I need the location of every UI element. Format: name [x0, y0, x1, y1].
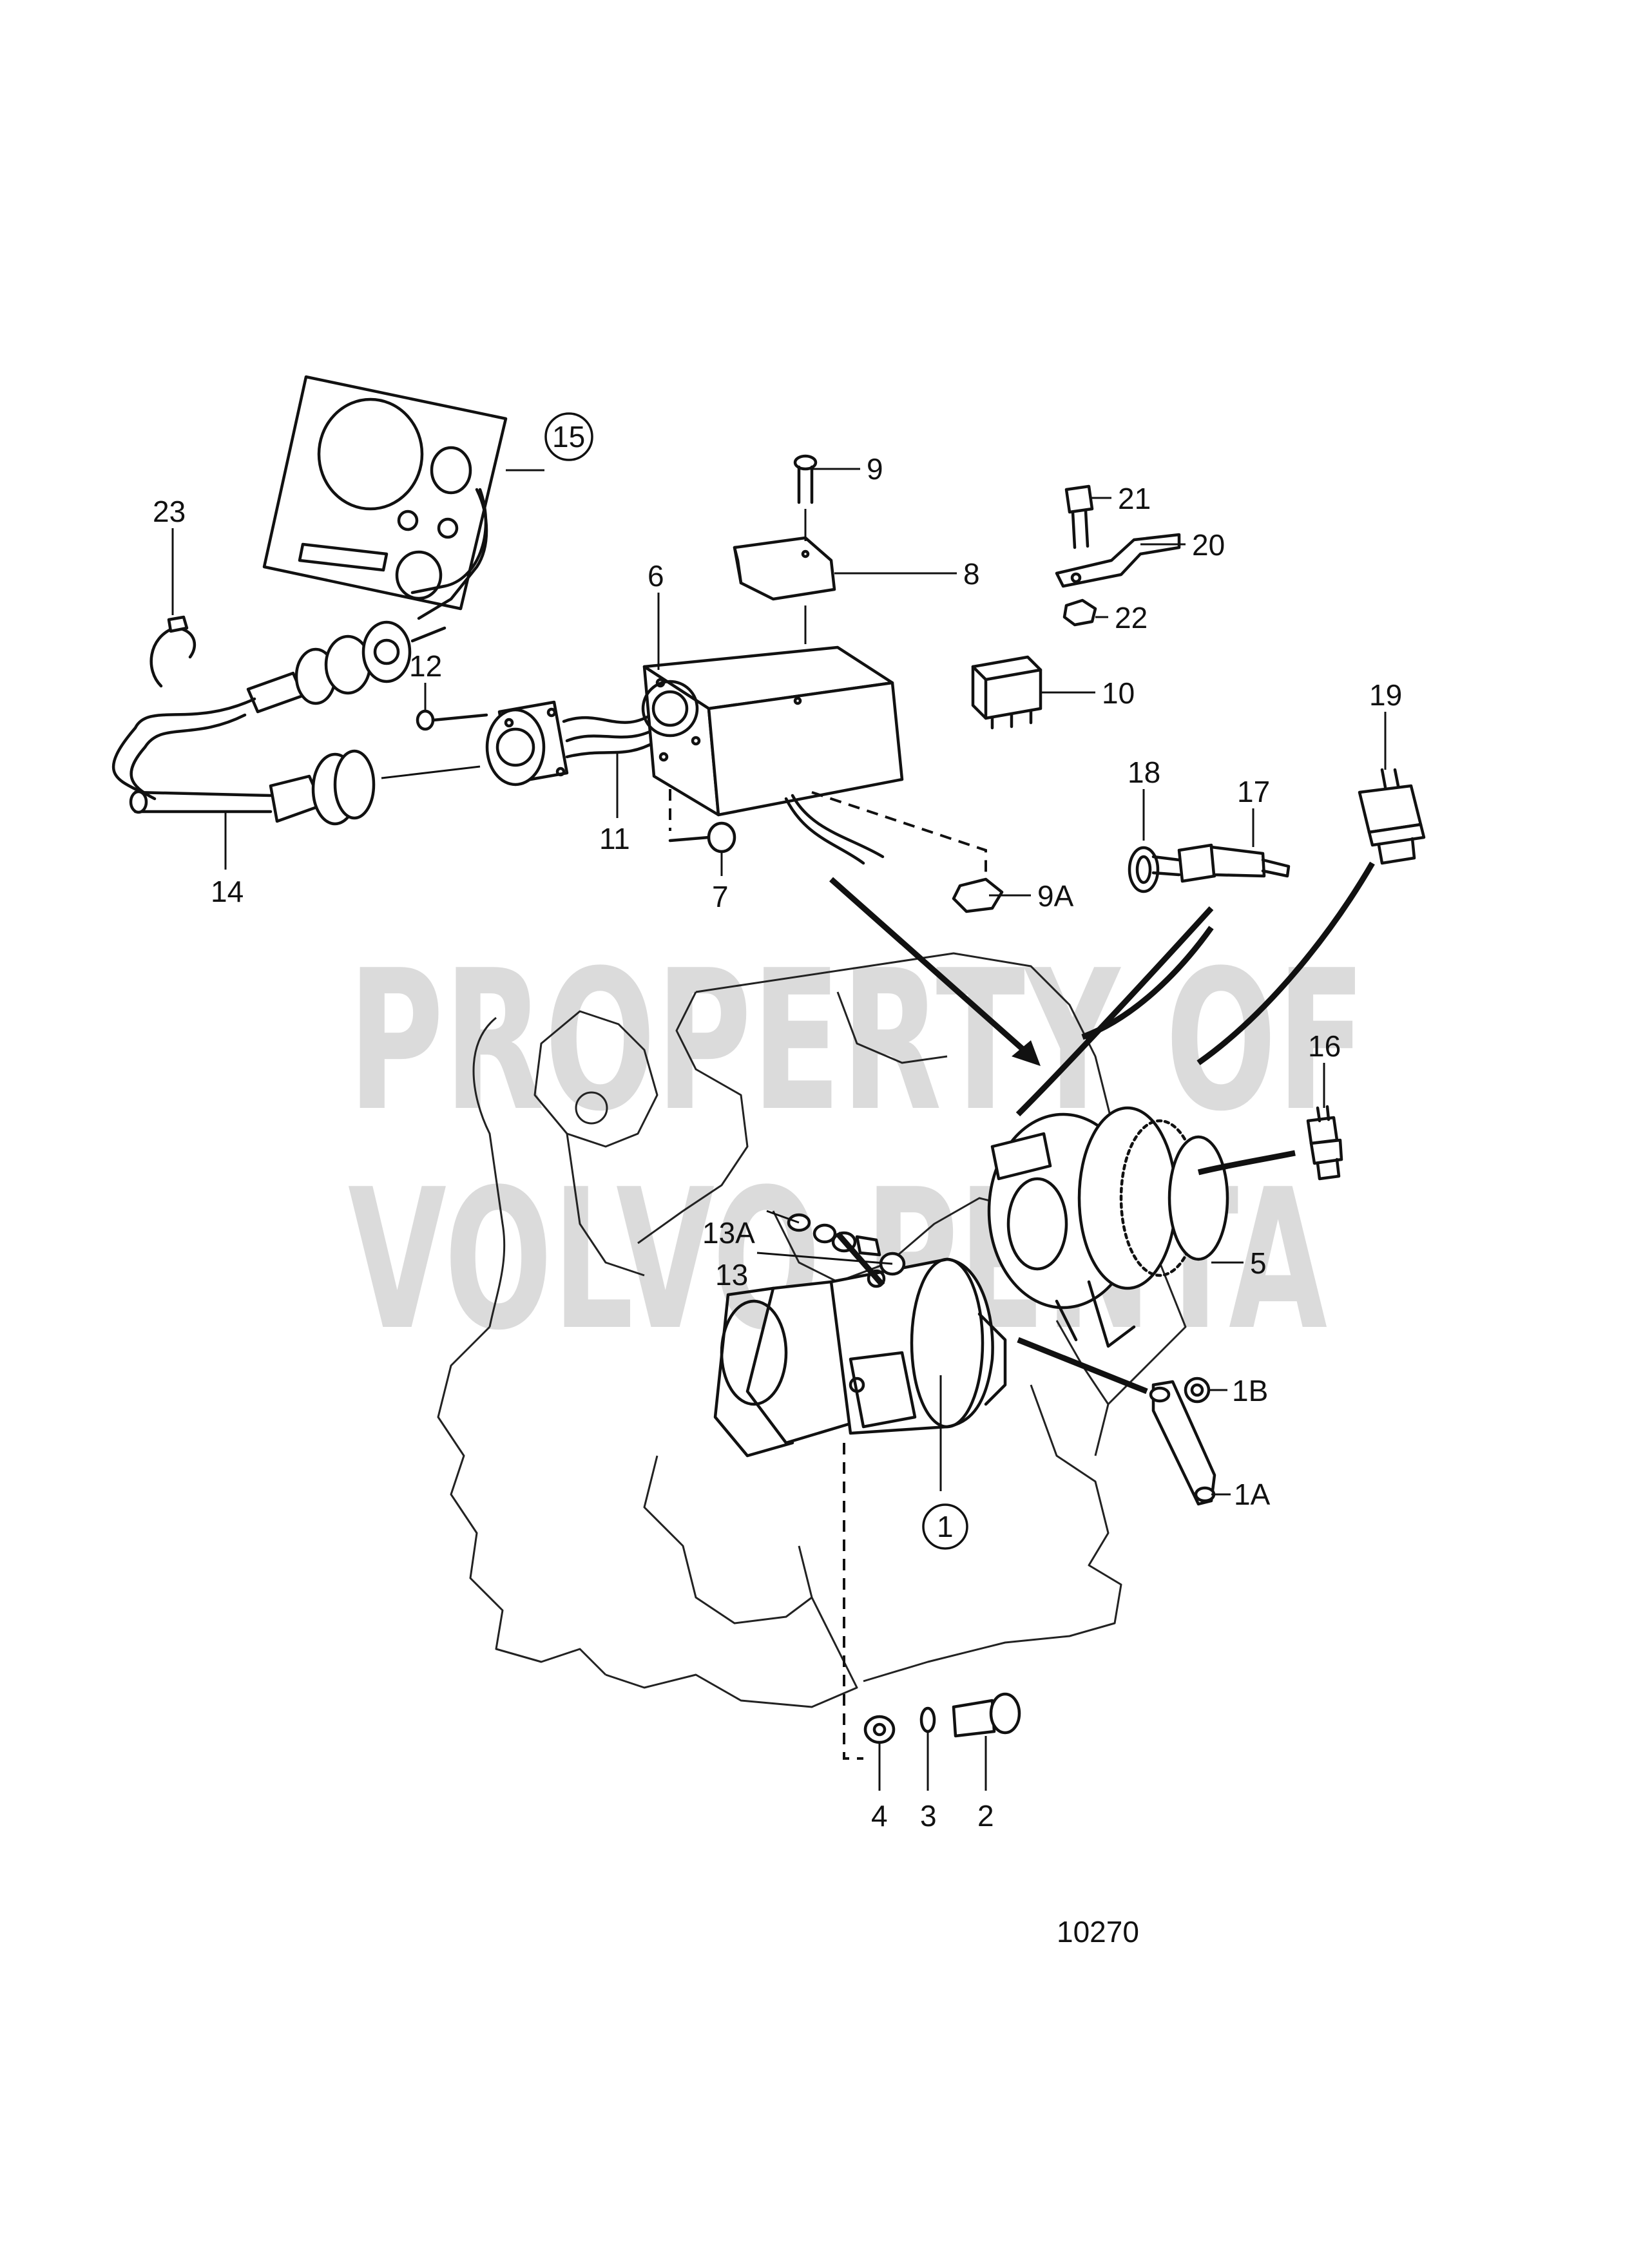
- washer-18-hole: [1135, 855, 1152, 884]
- figure-number: 10270: [1057, 1915, 1139, 1949]
- callout-22: 22: [1115, 601, 1148, 634]
- callout-8: 8: [963, 557, 980, 591]
- screw-9: [793, 454, 818, 504]
- temperature-sender: [1151, 843, 1291, 883]
- callout-16: 16: [1308, 1029, 1341, 1063]
- callout-circle-1: [922, 1503, 968, 1550]
- sender-16: [1306, 1105, 1343, 1181]
- callout-17: 17: [1237, 775, 1270, 808]
- control-box: [641, 645, 904, 865]
- callout-9A: 9A: [1037, 879, 1074, 913]
- washer-18: [1128, 846, 1160, 893]
- callout-1A: 1A: [1234, 1478, 1271, 1511]
- callout-4: 4: [871, 1799, 888, 1833]
- callout-3: 3: [920, 1799, 937, 1833]
- flange-connector: [485, 700, 659, 786]
- callout-9: 9: [867, 452, 883, 486]
- callout-12: 12: [409, 649, 442, 683]
- starter-bracket: [1149, 1377, 1216, 1506]
- bracket-assembly: [1055, 484, 1181, 627]
- callout-23: 23: [153, 495, 186, 528]
- callout-6: 6: [648, 559, 664, 593]
- callout-19: 19: [1369, 678, 1402, 712]
- engine-block: [437, 952, 1187, 1708]
- pressure-sender: [1358, 768, 1426, 865]
- cable-clip: [149, 528, 197, 688]
- nut-9A: [952, 877, 1004, 913]
- callout-13A: 13A: [702, 1216, 755, 1250]
- callout-13: 13: [715, 1258, 748, 1291]
- callout-15: 15: [552, 420, 585, 453]
- relay-10: [971, 655, 1042, 730]
- callout-5: 5: [1250, 1246, 1267, 1280]
- callout-2: 2: [977, 1799, 994, 1833]
- alternator: [987, 1106, 1229, 1348]
- panel-connector-pair: [246, 620, 447, 714]
- callout-1B: 1B: [1232, 1374, 1268, 1407]
- bolt-7: [668, 821, 736, 853]
- mounting-dashed-line: [843, 1443, 863, 1760]
- screw-12: [416, 683, 488, 731]
- callout-labels: 15 1 9 8 6 10 21 20 22 9A 7 11 12 14 23 …: [153, 420, 1402, 1833]
- starter-motor: [713, 1257, 1007, 1458]
- pointer-arrows: [829, 861, 1375, 1395]
- cable-harness: [111, 697, 481, 826]
- mounting-bolt-set: [863, 1692, 1021, 1744]
- callout-21: 21: [1118, 482, 1151, 515]
- box-harness-dashed: [811, 791, 987, 876]
- panel-cable: [410, 488, 488, 595]
- callout-20: 20: [1192, 528, 1225, 562]
- instrument-panel: [262, 375, 508, 620]
- callout-18: 18: [1128, 756, 1160, 789]
- callout-1: 1: [937, 1510, 954, 1543]
- callout-11: 11: [599, 822, 630, 855]
- box-cover: [733, 509, 836, 644]
- callout-10: 10: [1102, 676, 1135, 710]
- leader-lines: [224, 468, 1387, 1791]
- arrow-head: [1012, 1040, 1041, 1066]
- callout-7: 7: [712, 880, 729, 913]
- callout-14: 14: [211, 875, 244, 908]
- callout-circle-15: [544, 412, 593, 461]
